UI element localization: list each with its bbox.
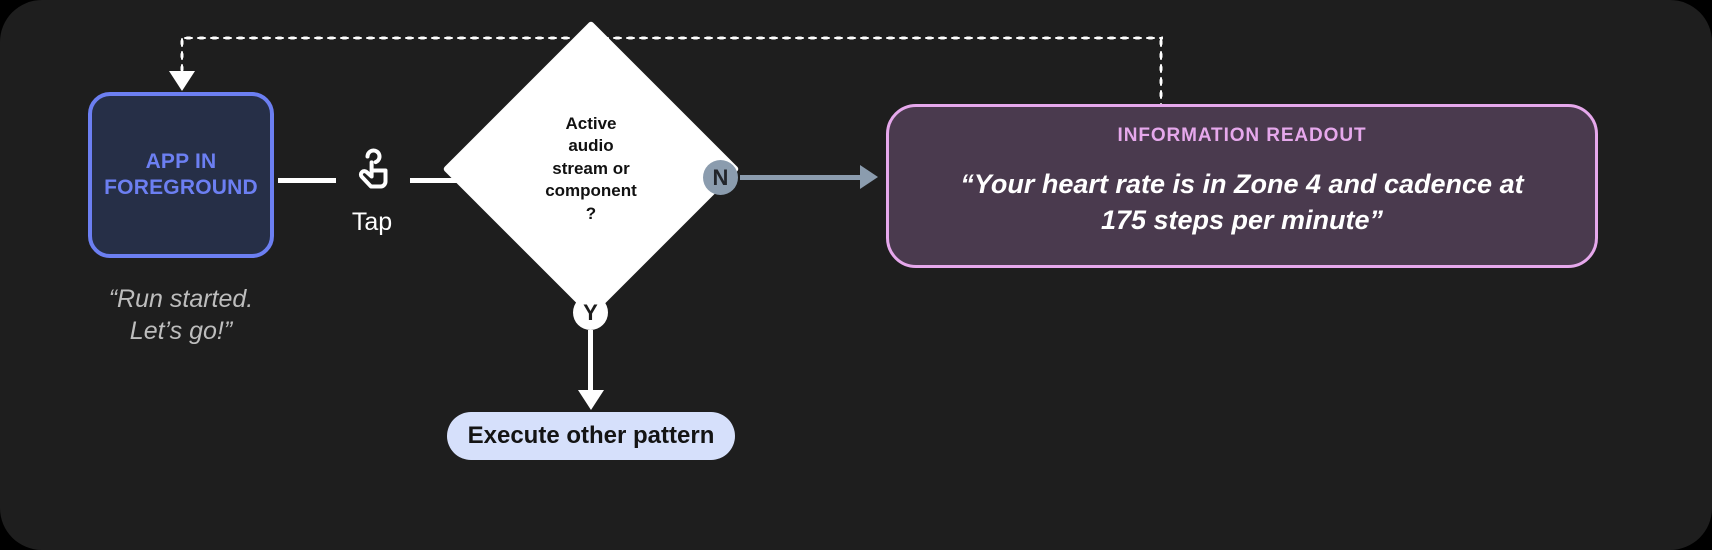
node-app-in-foreground[interactable]: APP IN FOREGROUND	[88, 92, 274, 258]
tap-gesture-icon	[340, 143, 406, 200]
app-node-label: APP IN FOREGROUND	[104, 150, 258, 199]
connector-yes-to-execute	[588, 330, 593, 392]
execute-pill-label: Execute other pattern	[467, 422, 715, 449]
feedback-line-down-left	[180, 36, 184, 74]
connector-no-to-readout	[740, 175, 862, 180]
connector-tap-to-decision	[410, 178, 472, 183]
connector-app-to-tap	[278, 178, 336, 183]
decision-label: Active audio stream or component ?	[545, 113, 637, 223]
feedback-line-down-right	[1159, 36, 1163, 108]
tap-label: Tap	[351, 208, 393, 236]
execute-arrowhead-icon	[578, 390, 604, 410]
branch-badge-no[interactable]: N	[703, 160, 738, 195]
readout-body: “Your heart rate is in Zone 4 and cadenc…	[960, 169, 1524, 235]
feedback-arrowhead-icon	[169, 71, 195, 91]
branch-badge-yes[interactable]: Y	[573, 295, 608, 330]
app-node-caption: “Run started. Let’s go!”	[108, 285, 254, 345]
readout-arrowhead-icon	[860, 165, 878, 189]
branch-badge-yes-label: Y	[583, 299, 598, 325]
node-decision-audio-stream[interactable]: Active audio stream or component ?	[442, 20, 740, 318]
readout-title: INFORMATION READOUT	[1117, 125, 1367, 146]
branch-badge-no-label: N	[712, 164, 729, 190]
feedback-line-horizontal	[182, 36, 1163, 40]
connector-decision-to-yes	[588, 272, 593, 298]
button-execute-other-pattern[interactable]: Execute other pattern	[447, 412, 735, 460]
panel-information-readout[interactable]: INFORMATION READOUT “Your heart rate is …	[886, 104, 1598, 268]
